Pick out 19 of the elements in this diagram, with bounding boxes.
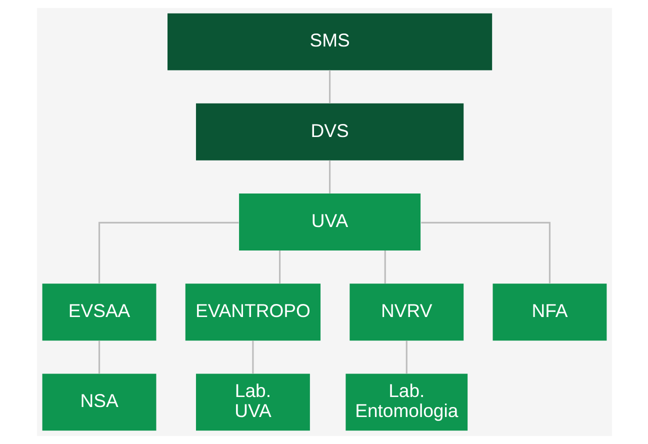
connector <box>328 160 330 194</box>
connector <box>405 340 407 374</box>
node-box: EVANTROPO <box>184 284 320 341</box>
node-box: SMS <box>167 13 492 70</box>
node-box: NVRV <box>349 284 464 341</box>
connector <box>384 250 386 284</box>
connector <box>98 340 100 374</box>
connector <box>252 340 254 374</box>
node-box: Lab. Entomologia <box>345 374 468 431</box>
connector <box>98 222 238 284</box>
node-box: Lab. UVA <box>195 374 310 431</box>
node-box: UVA <box>238 194 420 250</box>
connector <box>328 70 330 104</box>
node-box: NFA <box>492 284 606 341</box>
node-box: EVSAA <box>42 284 156 341</box>
connector <box>420 222 550 284</box>
node-box: NSA <box>42 374 156 431</box>
connector <box>278 250 280 284</box>
node-box: DVS <box>195 103 464 160</box>
